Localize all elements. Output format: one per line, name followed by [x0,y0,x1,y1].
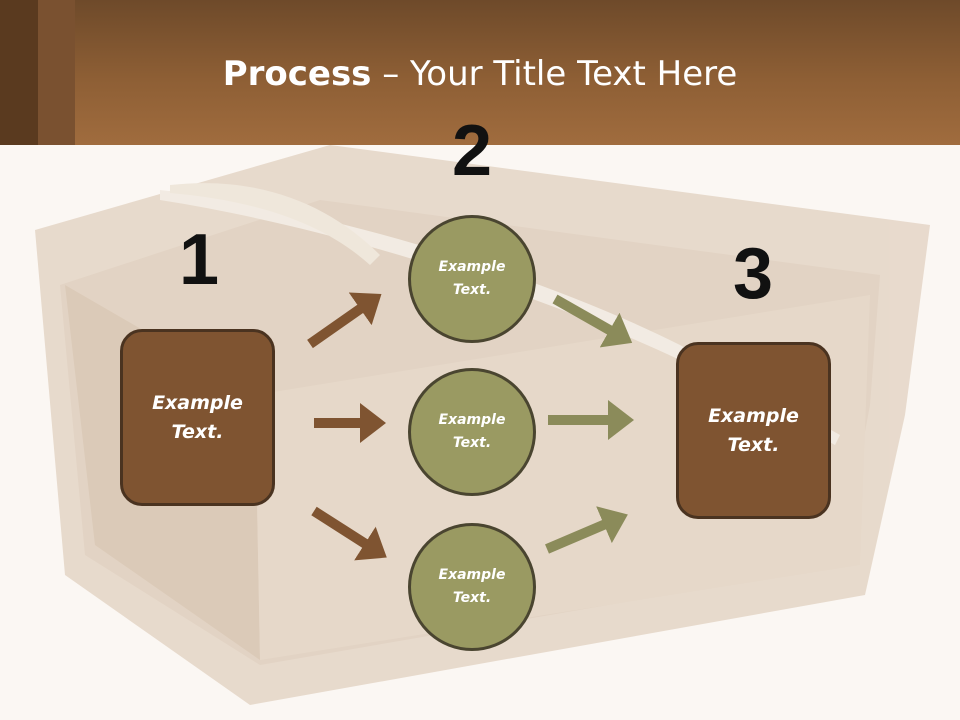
step-2-circle-middle: Example Text. [408,368,536,496]
title-rest: – Your Title Text Here [371,54,738,94]
step-3-box: Example Text. [676,342,831,519]
circle-top-label: Example Text. [438,259,506,298]
step-2-circle-top: Example Text. [408,215,536,343]
step-number-1: 1 [178,220,220,300]
step-number-2: 2 [451,111,493,191]
header-stripe [38,0,75,145]
slide-title: Process – Your Title Text Here [0,52,960,96]
title-bold: Process [222,54,372,94]
step-1-label: Example Text. [152,391,243,443]
header-stripe [0,0,38,145]
step-number-3: 3 [732,234,774,314]
step-3-label: Example Text. [708,404,799,456]
circle-bottom-label: Example Text. [438,567,506,606]
step-1-box: Example Text. [120,329,275,506]
circle-middle-label: Example Text. [438,412,506,451]
title-header-bar [0,0,960,145]
step-2-circle-bottom: Example Text. [408,523,536,651]
